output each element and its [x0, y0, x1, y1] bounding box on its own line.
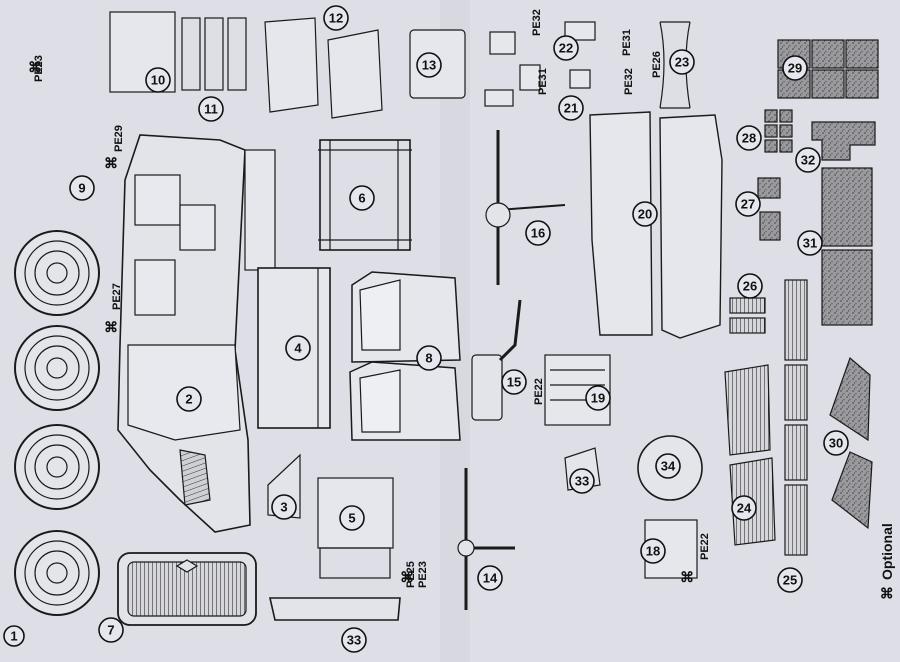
- part-2-label: 2: [185, 392, 192, 407]
- part-1-label: 1: [10, 629, 17, 644]
- part-3-label: 3: [280, 500, 287, 515]
- axle-14: [457, 468, 515, 610]
- pe-labels: PE23 PE29 PE27 PE32 PE31 PE31 PE32 PE26 …: [33, 9, 711, 588]
- part-4-label: 4: [294, 341, 302, 356]
- wheel: [14, 530, 100, 616]
- part-28-label: 28: [742, 131, 756, 146]
- part-14-label: 14: [483, 571, 498, 586]
- parts-12-13: [264, 17, 466, 119]
- part-5-label: 5: [348, 511, 355, 526]
- bumper: [268, 597, 401, 621]
- optional-symbol-icon: ⌘: [680, 569, 694, 585]
- wheel: [14, 424, 100, 510]
- pe23-label: PE23: [33, 55, 45, 82]
- optional-markers: ⌘ ⌘ ⌘ ⌘ ⌘: [28, 59, 694, 585]
- pe29-label: PE29: [113, 125, 125, 152]
- part-13-label: 13: [422, 58, 436, 73]
- parts-21-22: [484, 21, 596, 107]
- pe25-label: PE25: [405, 561, 417, 588]
- part-6-label: 6: [358, 191, 365, 206]
- part-15-label: 15: [507, 375, 521, 390]
- part-34-label: 34: [661, 459, 676, 474]
- part-33-label: 33: [347, 633, 361, 648]
- part-23-label: 23: [675, 55, 689, 70]
- radiator-grille: [117, 552, 257, 626]
- part-12-label: 12: [329, 11, 343, 26]
- frame-6: [318, 139, 412, 251]
- part-8-label: 8: [425, 351, 432, 366]
- part-30-label: 30: [829, 436, 843, 451]
- nonslip-plates: [757, 39, 879, 530]
- part-21-label: 21: [564, 101, 578, 116]
- pe26-label: PE26: [651, 51, 663, 78]
- part-19-label: 19: [591, 391, 605, 406]
- legend-label: Optional: [879, 523, 895, 580]
- part-25-label: 25: [783, 573, 797, 588]
- part-33-label: 33: [575, 474, 589, 489]
- pe23-label: PE23: [417, 561, 429, 588]
- pe32-label: PE32: [623, 68, 635, 95]
- part-26-label: 26: [743, 279, 757, 294]
- part-7-label: 7: [107, 623, 114, 638]
- pe27-label: PE27: [111, 283, 123, 310]
- part-9-label: 9: [78, 181, 85, 196]
- doors-8: [349, 271, 461, 441]
- optional-symbol-icon: ⌘: [104, 155, 118, 171]
- chassis-rail-20: [589, 111, 723, 339]
- pe31-label: PE31: [537, 68, 549, 95]
- part-27-label: 27: [741, 197, 755, 212]
- pe22-label: PE22: [533, 378, 545, 405]
- pe32-label: PE32: [531, 9, 543, 36]
- vent-grilles: [724, 279, 808, 556]
- part-numbers: 1 2 3 4 5 6 7 8 9 10 11 12 13 14 15 16 1…: [10, 11, 843, 648]
- part-32-label: 32: [801, 153, 815, 168]
- part-11-label: 11: [204, 102, 218, 117]
- part-20-label: 20: [638, 207, 652, 222]
- optional-legend: ⌘ Optional: [879, 523, 895, 600]
- axle-16: [485, 130, 566, 285]
- optional-symbol-icon: ⌘: [28, 59, 42, 75]
- wheel-group: [14, 230, 100, 616]
- part-18-label: 18: [646, 544, 660, 559]
- optional-symbol-icon: ⌘: [400, 569, 414, 585]
- part-16-label: 16: [531, 226, 545, 241]
- optional-symbol-icon: ⌘: [104, 319, 118, 335]
- hull-side-panel: [117, 134, 251, 533]
- wheel: [14, 230, 100, 316]
- legend-symbol-icon: ⌘: [879, 586, 895, 600]
- pe31-label: PE31: [621, 29, 633, 56]
- part-31-label: 31: [803, 236, 817, 251]
- part-29-label: 29: [788, 61, 802, 76]
- exhaust: [471, 299, 522, 421]
- part-22-label: 22: [559, 41, 573, 56]
- pe22-label: PE22: [699, 533, 711, 560]
- wheel: [14, 325, 100, 411]
- part-24-label: 24: [737, 501, 752, 516]
- part-10-label: 10: [151, 73, 165, 88]
- part-number-callouts: [3, 5, 849, 653]
